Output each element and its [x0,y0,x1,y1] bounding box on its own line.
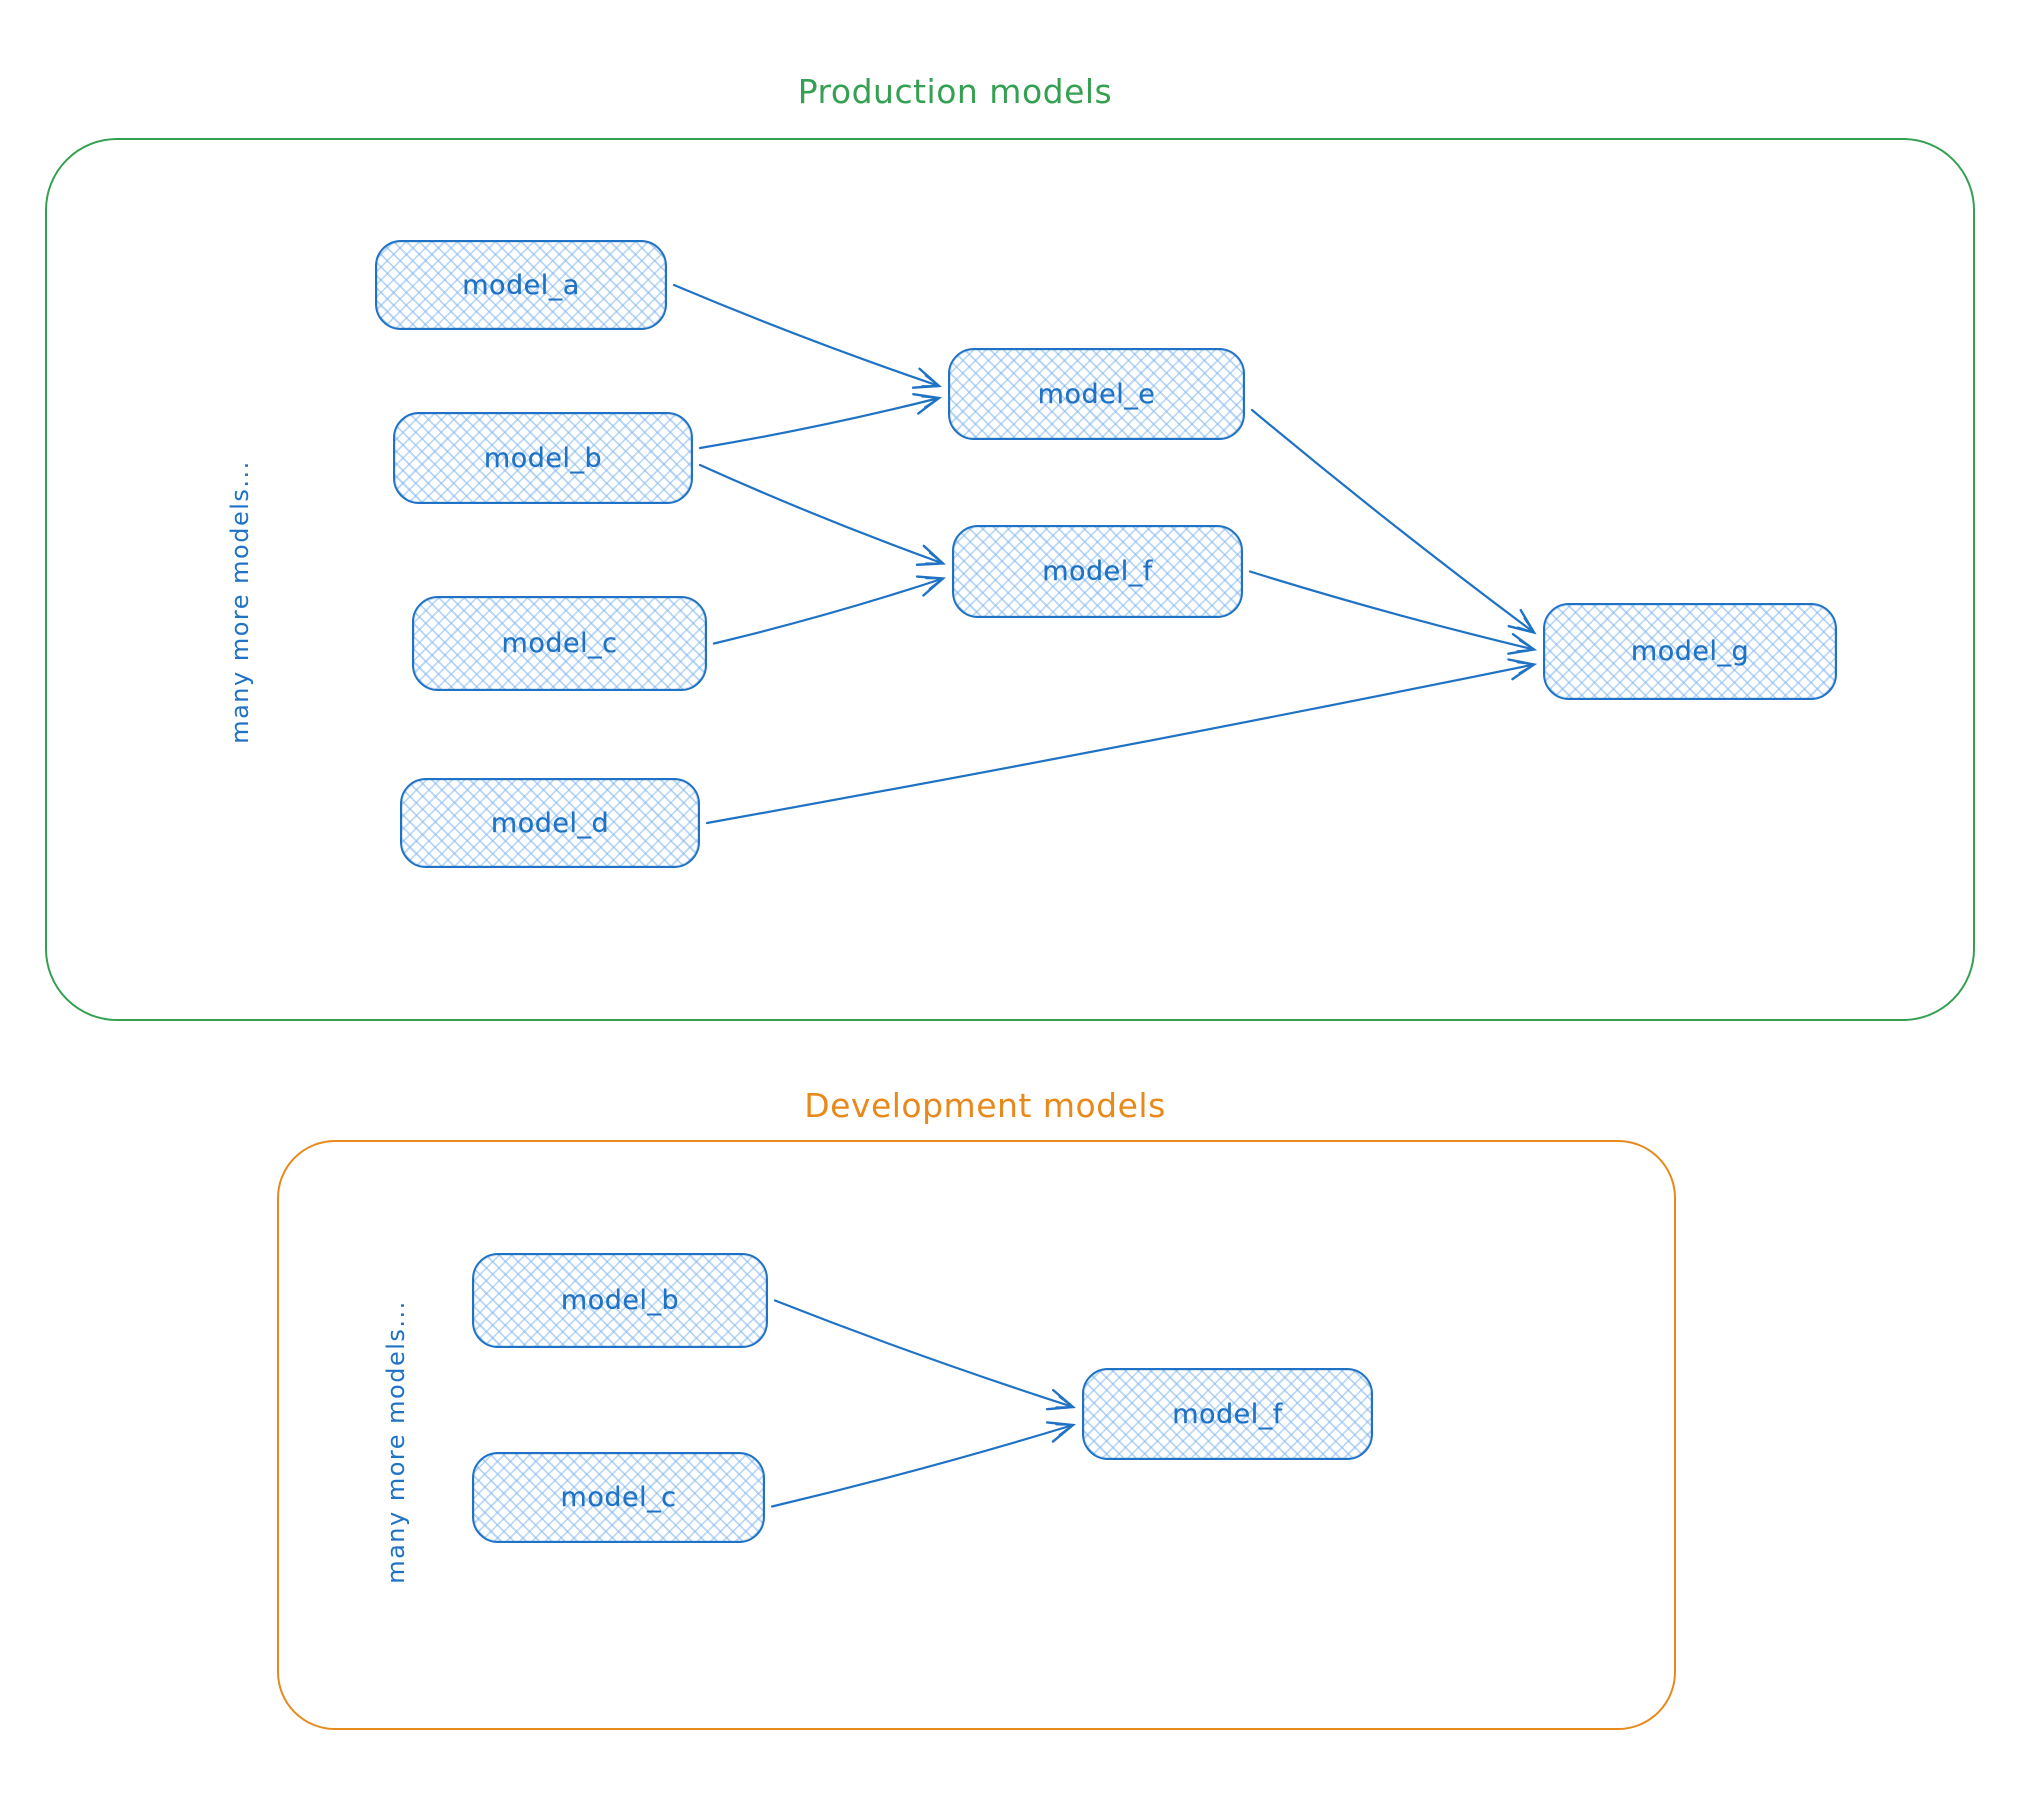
node-label: model_b [560,1285,680,1316]
node-production-model-b: model_b [393,412,693,504]
node-label: model_b [483,442,603,474]
node-label: model_c [560,1482,677,1513]
production-side-label: many more models... [226,460,254,744]
node-production-model-f: model_f [952,525,1243,618]
node-label: model_g [1630,636,1750,667]
node-production-model-a: model_a [375,240,667,330]
node-label: model_a [462,269,580,301]
node-label: model_f [1172,1398,1283,1430]
development-section-title: Development models [804,1086,1166,1125]
production-container-frame [45,138,1975,1021]
node-development-model-f: model_f [1082,1368,1373,1460]
development-container-frame [277,1140,1676,1730]
node-production-model-c: model_c [412,596,707,691]
node-label: model_c [501,628,618,659]
node-production-model-e: model_e [948,348,1245,440]
development-side-label: many more models... [382,1300,410,1584]
production-section-title: Production models [797,72,1113,111]
node-production-model-g: model_g [1543,603,1837,700]
node-label: model_e [1037,378,1156,410]
node-development-model-c: model_c [472,1452,765,1543]
node-production-model-d: model_d [400,778,700,868]
node-label: model_d [490,807,610,839]
node-label: model_f [1042,556,1153,587]
node-development-model-b: model_b [472,1253,768,1348]
